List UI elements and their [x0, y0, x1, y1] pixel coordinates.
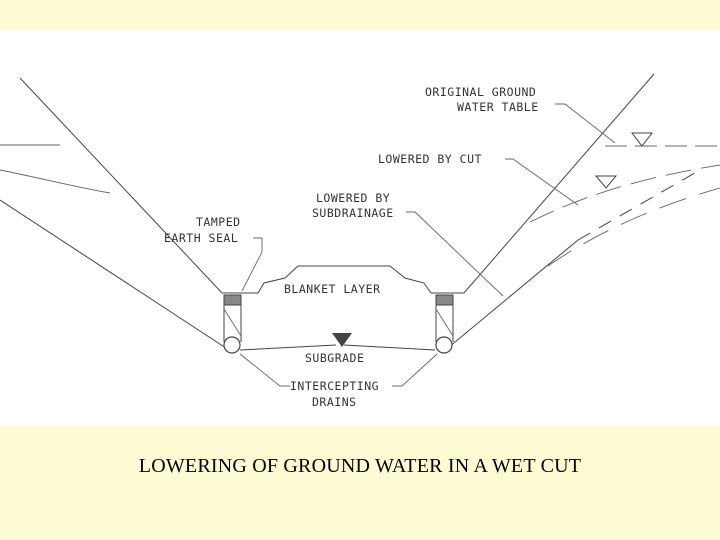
- leader-drains-left: [239, 353, 290, 387]
- left-intercepting-drain-pipe: [223, 336, 241, 354]
- left-earth-seal: [223, 294, 242, 306]
- label-drains: DRAINS: [312, 395, 357, 409]
- wet-cut-diagram: ORIGINAL GROUND WATER TABLE LOWERED BY C…: [0, 73, 720, 409]
- subgrade-line-right: [343, 344, 436, 351]
- subgrade-marker-icon: [332, 333, 352, 347]
- left-lower-slope: [0, 199, 233, 353]
- right-intercepting-drain-pipe: [435, 336, 453, 354]
- blanket-layer: [257, 265, 432, 294]
- leader-tamped-earth-seal: [241, 237, 263, 292]
- lowered-by-cut-right: [529, 164, 720, 223]
- label-original-ground: ORIGINAL GROUND: [425, 85, 536, 99]
- lowered-by-cut-marker-icon: [594, 175, 618, 189]
- label-tamped: TAMPED: [196, 215, 241, 229]
- original-water-table-marker-icon: [630, 132, 654, 147]
- label-lowered-by: LOWERED BY: [316, 191, 390, 205]
- label-lowered-by-cut: LOWERED BY CUT: [378, 152, 482, 166]
- leader-lowered-by-subdrainage: [406, 211, 504, 297]
- drawing-panel: ORIGINAL GROUND WATER TABLE LOWERED BY C…: [0, 30, 720, 426]
- right-earth-seal: [435, 294, 454, 306]
- right-drain-hatch: [435, 308, 454, 337]
- label-blanket-layer: BLANKET LAYER: [284, 282, 381, 296]
- label-subgrade: SUBGRADE: [305, 351, 364, 365]
- label-intercepting: INTERCEPTING: [290, 379, 379, 393]
- leader-lowered-by-cut: [505, 158, 579, 206]
- leader-drains-right: [392, 353, 438, 387]
- leader-original-ground: [555, 103, 616, 144]
- right-lower-slope-dash: [577, 169, 701, 241]
- label-earth-seal: EARTH SEAL: [164, 231, 238, 245]
- right-lower-slope: [442, 239, 579, 353]
- slide-caption: LOWERING OF GROUND WATER IN A WET CUT: [138, 455, 582, 477]
- left-cut-slope: [19, 77, 258, 294]
- lowered-by-subdrainage-right: [547, 187, 720, 267]
- label-subdrainage: SUBDRAINAGE: [312, 206, 394, 220]
- subgrade-line-left: [239, 344, 337, 351]
- lowered-by-cut-left: [0, 169, 111, 194]
- label-water-table: WATER TABLE: [457, 100, 539, 114]
- right-cut-slope: [431, 73, 655, 294]
- left-drain-hatch: [223, 308, 242, 337]
